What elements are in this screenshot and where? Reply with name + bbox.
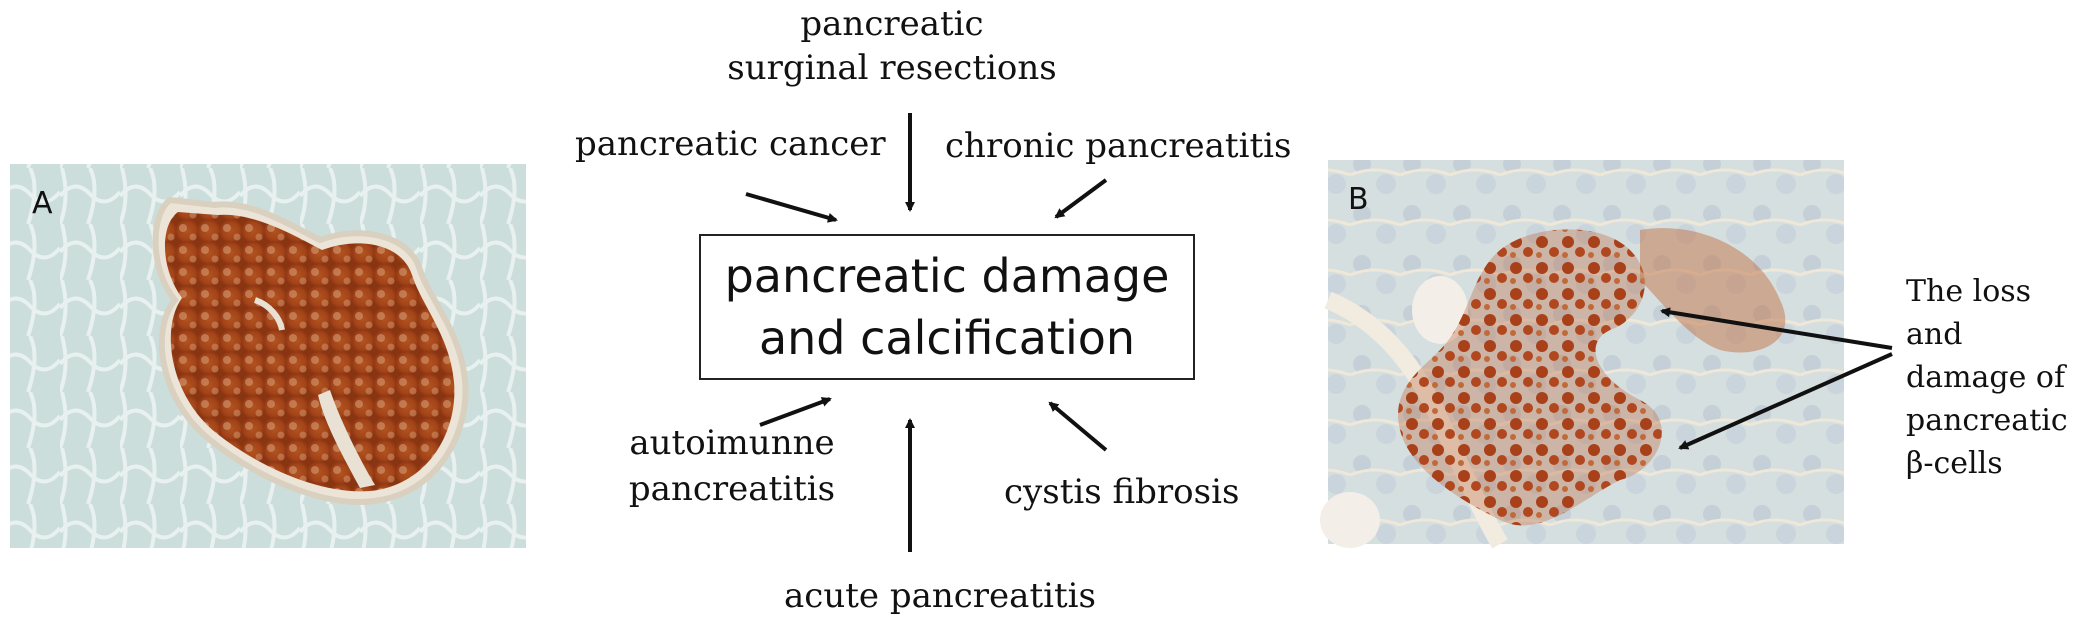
- arrow-cystic: [1048, 401, 1108, 452]
- cause-surgical-line2: surginal resections: [727, 48, 1057, 88]
- panel-a-label: A: [32, 186, 53, 221]
- cause-arrows: [745, 113, 1108, 552]
- annotation-line2: and: [1906, 317, 1963, 352]
- cause-autoimmune-line1: autoimunne: [629, 423, 835, 463]
- cause-cystic: cystis fibrosis: [1004, 472, 1240, 512]
- central-outcome-line1: pancreatic damage: [724, 249, 1170, 303]
- micrograph-b: [1320, 160, 1844, 549]
- panel-b-label: B: [1348, 182, 1369, 217]
- annotation-line4: pancreatic: [1906, 403, 2068, 438]
- arrow-to-islet-upper: [1660, 307, 1893, 350]
- cause-autoimmune: autoimunne pancreatitis: [629, 420, 835, 512]
- cause-chronic: chronic pancreatitis: [945, 126, 1292, 166]
- cause-autoimmune-line2: pancreatitis: [628, 469, 836, 509]
- annotation-line3: damage of: [1906, 360, 2066, 395]
- cause-surgical-line1: pancreatic: [800, 4, 984, 44]
- central-outcome-box: pancreatic damage and calcification: [699, 234, 1195, 380]
- arrow-autoimmune: [759, 397, 832, 427]
- central-outcome-line2: and calcification: [758, 311, 1136, 365]
- cause-acute: acute pancreatitis: [784, 576, 1096, 616]
- annotation-arrows: [1660, 307, 1893, 450]
- arrow-to-islet-lower: [1678, 352, 1893, 450]
- arrow-cancer: [745, 192, 838, 223]
- micrograph-a: [10, 164, 526, 548]
- cause-cancer: pancreatic cancer: [575, 124, 886, 164]
- annotation-line1: The loss: [1906, 274, 2032, 309]
- cause-surgical: pancreatic surginal resections: [727, 2, 1056, 90]
- beta-cell-annotation: The loss and damage of pancreatic β-cell…: [1906, 270, 2068, 485]
- arrow-chronic: [1054, 178, 1108, 219]
- annotation-line5: β-cells: [1906, 446, 2003, 481]
